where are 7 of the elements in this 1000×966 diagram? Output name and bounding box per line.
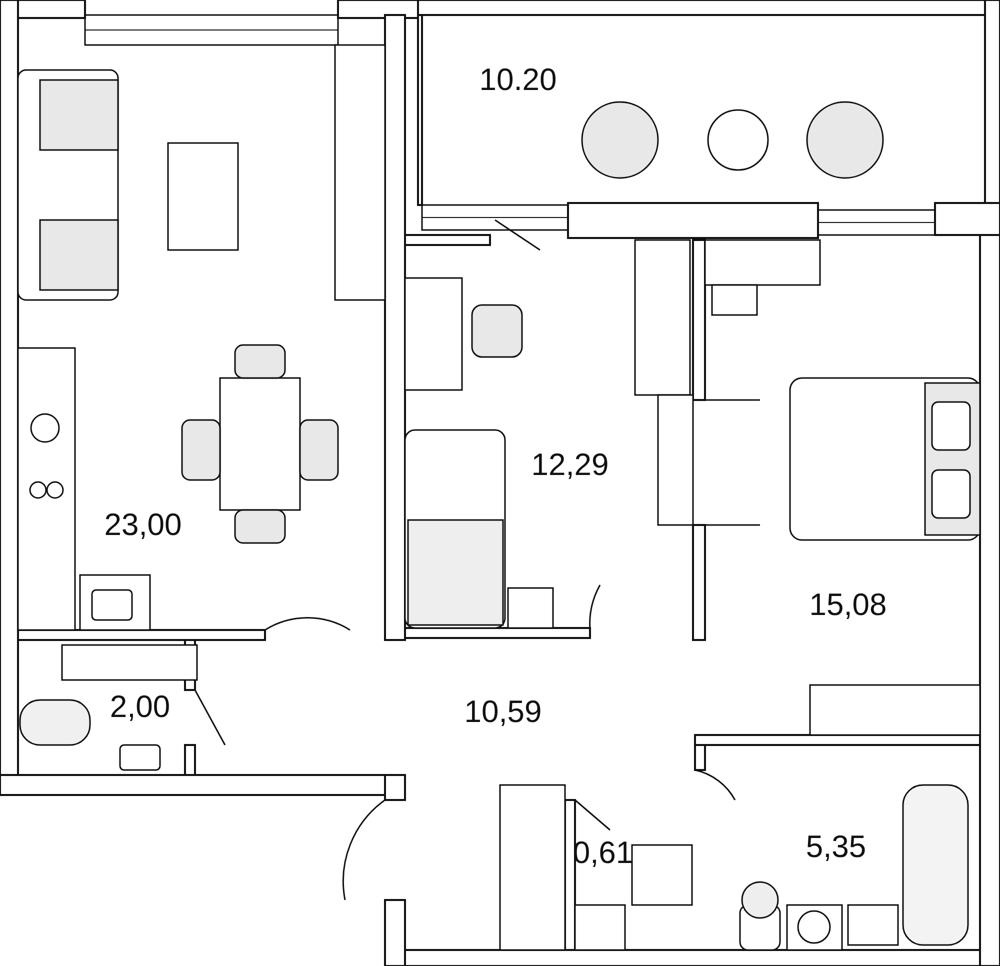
room-area-label: 23,00 bbox=[104, 507, 182, 543]
room-area-label: 5,35 bbox=[806, 829, 866, 865]
room-area-label: 10,59 bbox=[464, 694, 542, 730]
room-area-label: 15,08 bbox=[809, 587, 887, 623]
room-area-label: 12,29 bbox=[531, 447, 609, 483]
room-area-label: 2,00 bbox=[110, 689, 170, 725]
room-area-label: 10.20 bbox=[479, 62, 557, 98]
